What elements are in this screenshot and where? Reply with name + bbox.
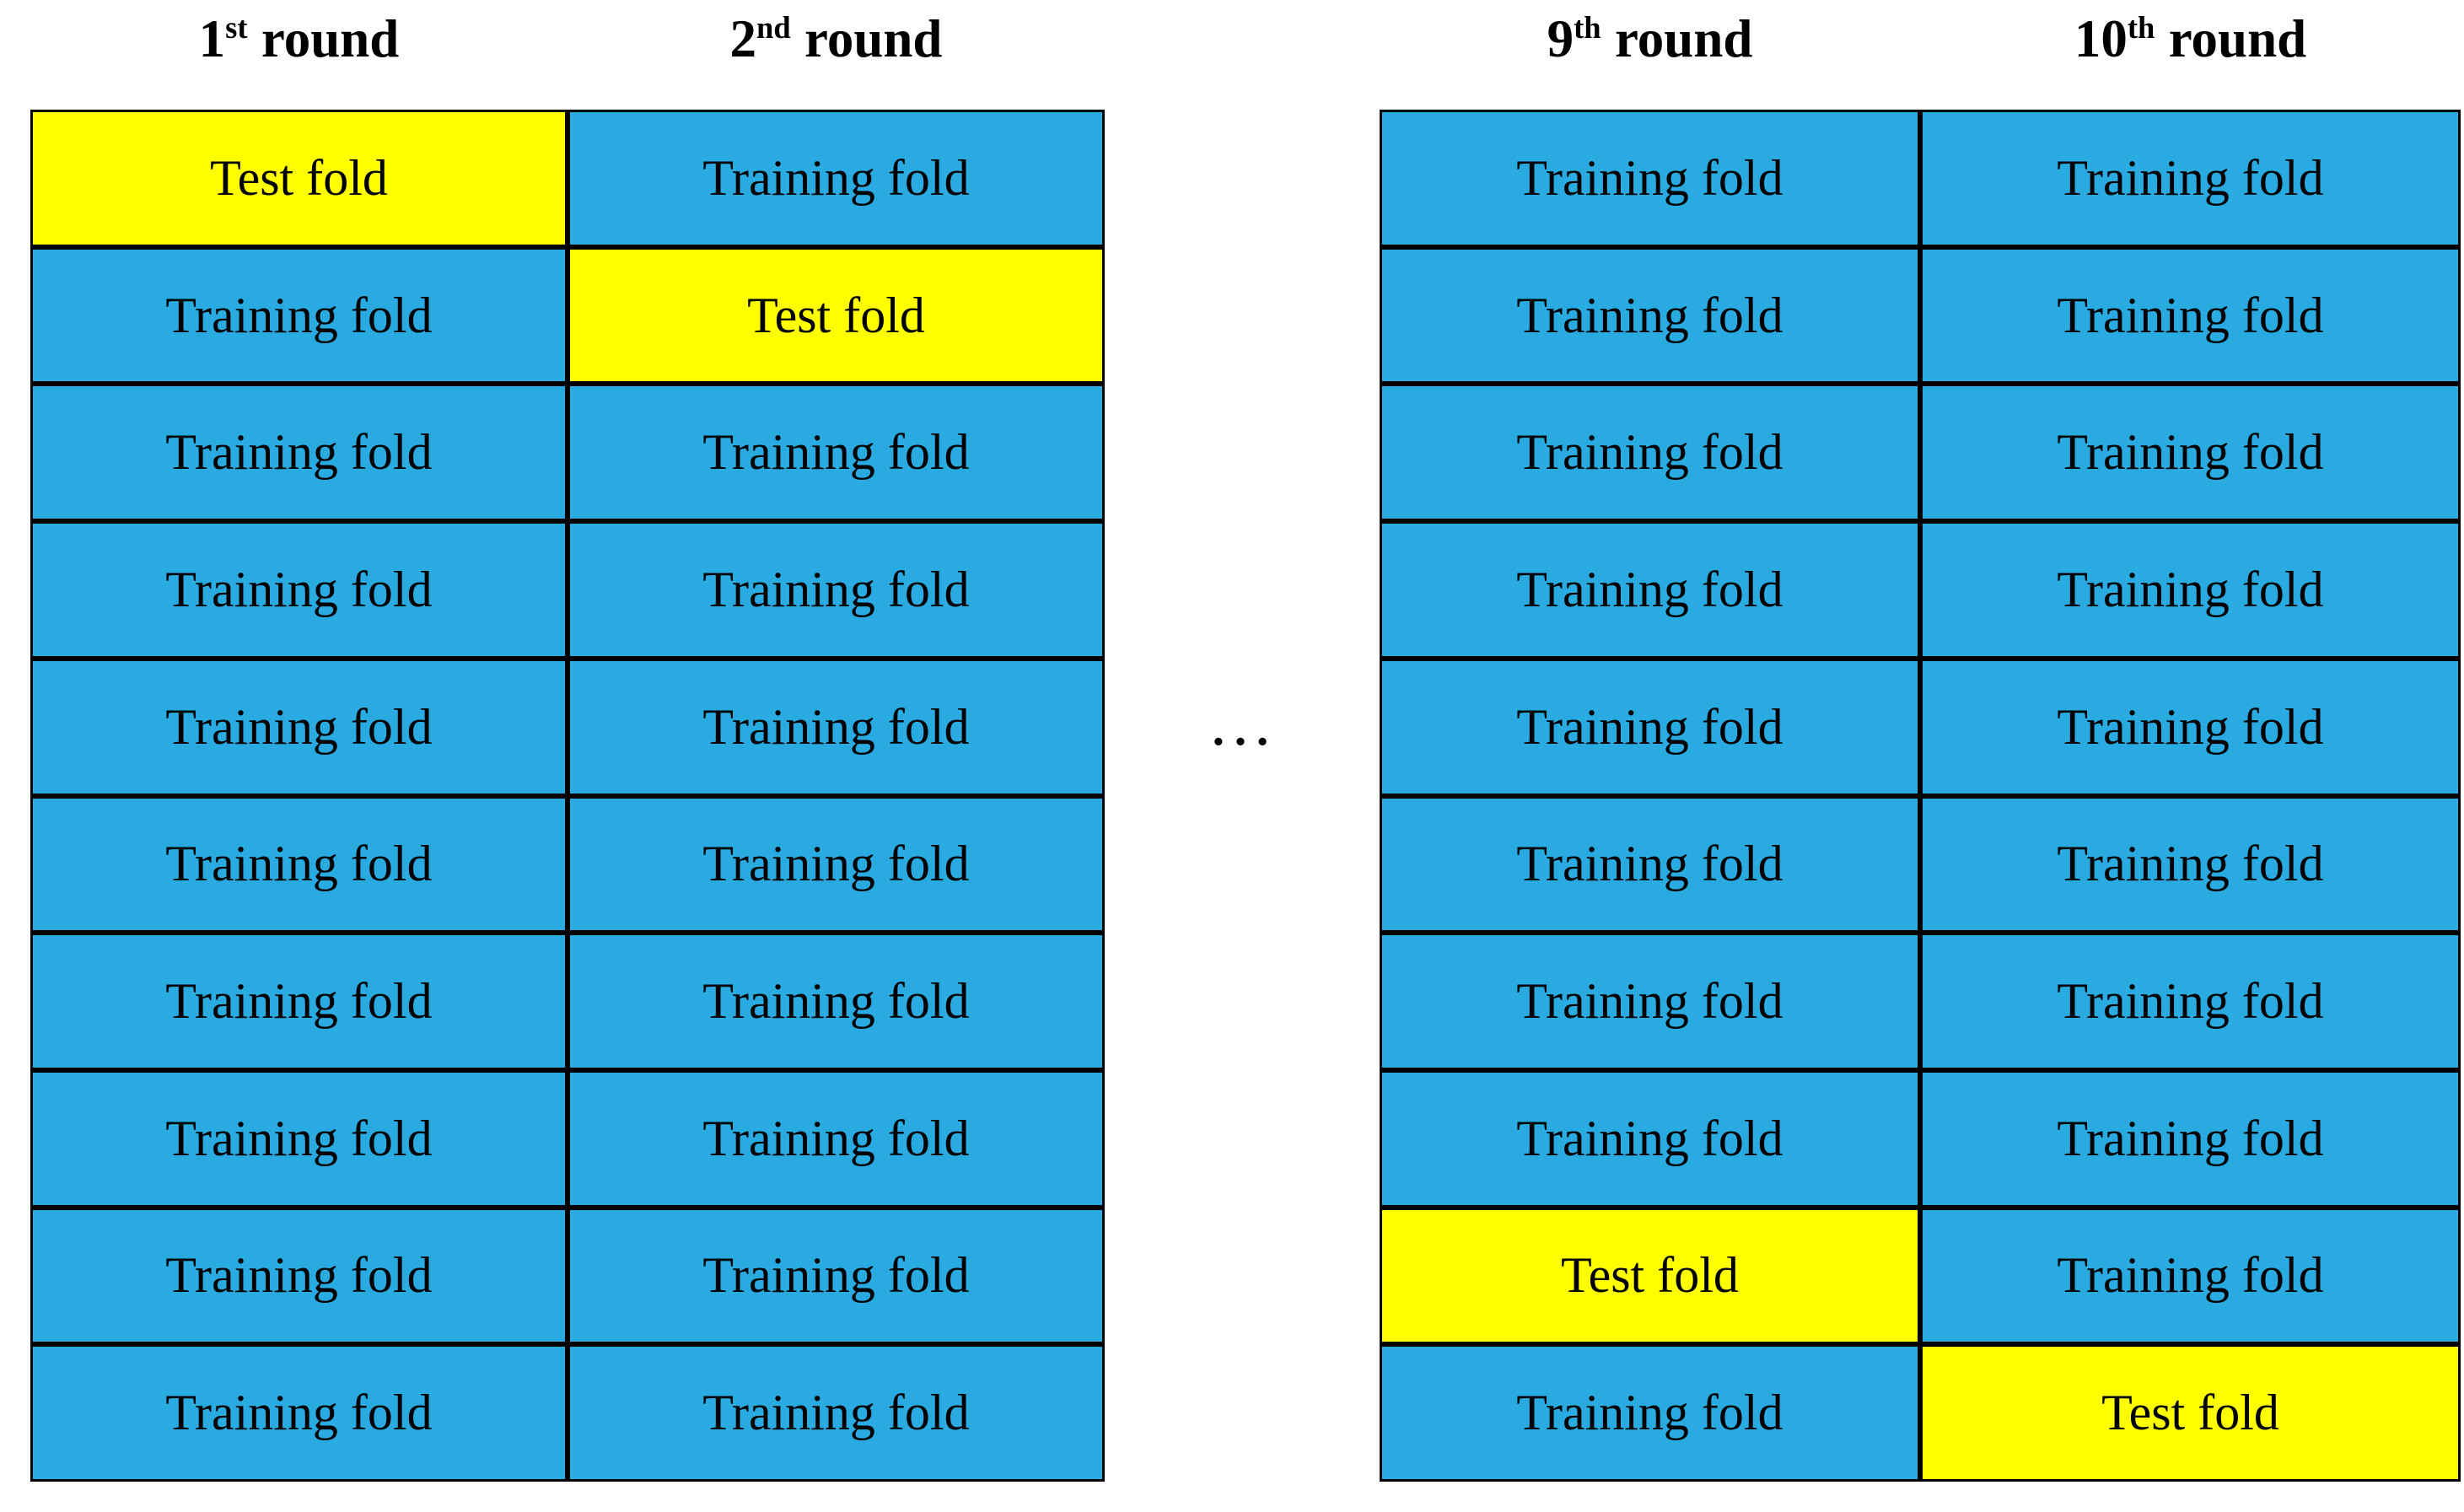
training-fold-cell: Training fold	[1380, 521, 1920, 659]
ordinal-suffix: nd	[756, 10, 791, 45]
training-fold-cell: Training fold	[1920, 1207, 2461, 1345]
training-fold-cell: Training fold	[1380, 246, 1920, 385]
training-fold-cell: Training fold	[30, 246, 568, 385]
training-fold-cell: Training fold	[568, 1207, 1105, 1345]
training-fold-cell: Training fold	[1920, 110, 2461, 247]
test-fold-cell: Test fold	[30, 110, 568, 247]
training-fold-cell: Training fold	[568, 384, 1105, 522]
training-fold-cell: Training fold	[1920, 521, 2461, 659]
round-word: round	[261, 9, 400, 68]
training-fold-cell: Training fold	[568, 658, 1105, 796]
training-fold-cell: Training fold	[1380, 384, 1920, 522]
training-fold-cell: Training fold	[1920, 1069, 2461, 1208]
training-fold-cell: Training fold	[1380, 1344, 1920, 1482]
training-fold-cell: Training fold	[1380, 658, 1920, 796]
training-fold-cell: Training fold	[30, 1207, 568, 1345]
round-number: 1	[198, 9, 226, 68]
round-number: 9	[1547, 9, 1574, 68]
test-fold-cell: Test fold	[1380, 1207, 1920, 1345]
ordinal-suffix: th	[2127, 10, 2155, 45]
training-fold-cell: Training fold	[568, 1069, 1105, 1208]
training-fold-cell: Training fold	[568, 110, 1105, 247]
training-fold-cell: Training fold	[1920, 933, 2461, 1070]
test-fold-cell: Test fold	[568, 246, 1105, 385]
training-fold-cell: Training fold	[1920, 795, 2461, 934]
training-fold-cell: Training fold	[30, 1344, 568, 1482]
training-fold-cell: Training fold	[1380, 110, 1920, 247]
training-fold-cell: Training fold	[1920, 384, 2461, 522]
training-fold-cell: Training fold	[1380, 933, 1920, 1070]
ordinal-suffix: st	[225, 10, 248, 45]
training-fold-cell: Training fold	[1380, 1069, 1920, 1208]
training-fold-cell: Training fold	[568, 933, 1105, 1070]
round-number: 2	[729, 9, 757, 68]
training-fold-cell: Training fold	[568, 795, 1105, 934]
training-fold-cell: Training fold	[30, 933, 568, 1070]
training-fold-cell: Training fold	[30, 384, 568, 522]
test-fold-cell: Test fold	[1920, 1344, 2461, 1482]
round-number: 10	[2074, 9, 2128, 68]
training-fold-cell: Training fold	[1920, 658, 2461, 796]
training-fold-cell: Training fold	[1920, 246, 2461, 385]
training-fold-cell: Training fold	[1380, 795, 1920, 934]
training-fold-cell: Training fold	[30, 658, 568, 796]
training-fold-cell: Training fold	[30, 795, 568, 934]
round-word: round	[1614, 9, 1753, 68]
training-fold-cell: Training fold	[30, 521, 568, 659]
training-fold-cell: Training fold	[568, 1344, 1105, 1482]
training-fold-cell: Training fold	[568, 521, 1105, 659]
ordinal-suffix: th	[1574, 10, 1601, 45]
round-word: round	[804, 9, 943, 68]
training-fold-cell: Training fold	[30, 1069, 568, 1208]
round-word: round	[2168, 9, 2307, 68]
ellipsis-between-rounds: …	[1208, 686, 1280, 759]
